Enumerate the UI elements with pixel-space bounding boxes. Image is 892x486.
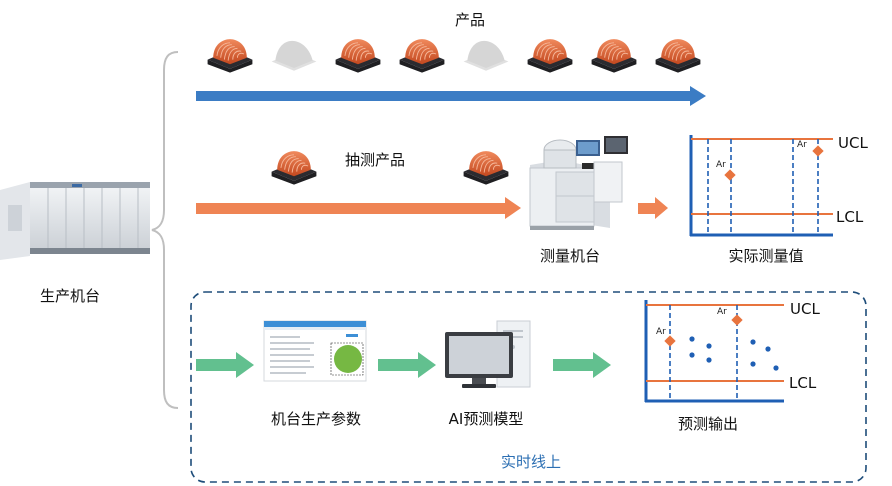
orange-flow-arrow: [196, 197, 521, 219]
ar-label: Ar: [656, 327, 666, 337]
production-machine-label: 生产机台: [39, 287, 101, 305]
chip-icon: [207, 38, 253, 74]
lcl-label: LCL: [789, 374, 817, 392]
realtime-box: [190, 291, 867, 483]
green-arrows: [196, 352, 611, 378]
actual-measurement-chart: [689, 135, 833, 237]
chip-icon: [271, 150, 317, 186]
parameter-screenshot-icon: [263, 320, 367, 382]
chip-icon: [463, 150, 509, 186]
chip-icon: [527, 38, 573, 74]
prediction-chart: [644, 300, 784, 403]
prediction-marker: [731, 314, 743, 326]
ar-label: Ar: [717, 307, 727, 317]
realtime-online-label: 实时线上: [500, 453, 562, 471]
measurement-machine-label: 测量机台: [539, 247, 601, 265]
actual-measurement-label: 实际测量值: [728, 247, 804, 265]
ucl-label: UCL: [838, 134, 868, 152]
measurement-marker: [724, 169, 736, 181]
machine-params-label: 机台生产参数: [270, 410, 362, 428]
measurement-machine-icon: [529, 136, 628, 230]
ar-label: Ar: [797, 140, 807, 150]
ghost-chip-icon: [271, 40, 317, 71]
chip-icon: [655, 38, 701, 74]
ai-computer-icon: [445, 320, 531, 388]
product-row: [207, 38, 701, 74]
blue-flow-arrow: [196, 86, 706, 106]
lcl-label: LCL: [836, 208, 864, 226]
orange-short-arrow: [638, 197, 668, 219]
measurement-marker: [812, 145, 824, 157]
chip-icon: [591, 38, 637, 74]
prediction-points: [689, 336, 779, 371]
chip-icon: [399, 38, 445, 74]
grouping-brace: [151, 51, 179, 409]
ghost-chip-icon: [463, 40, 509, 71]
chip-icon: [335, 38, 381, 74]
sampled-products-label: 抽测产品: [345, 151, 406, 169]
production-machine-icon: [0, 182, 150, 260]
ai-model-label: AI预测模型: [448, 410, 524, 428]
ar-label: Ar: [716, 160, 726, 170]
ucl-label: UCL: [790, 300, 820, 318]
products-label: 产品: [454, 11, 486, 29]
prediction-marker: [664, 335, 676, 347]
prediction-output-label: 预测输出: [677, 415, 739, 433]
